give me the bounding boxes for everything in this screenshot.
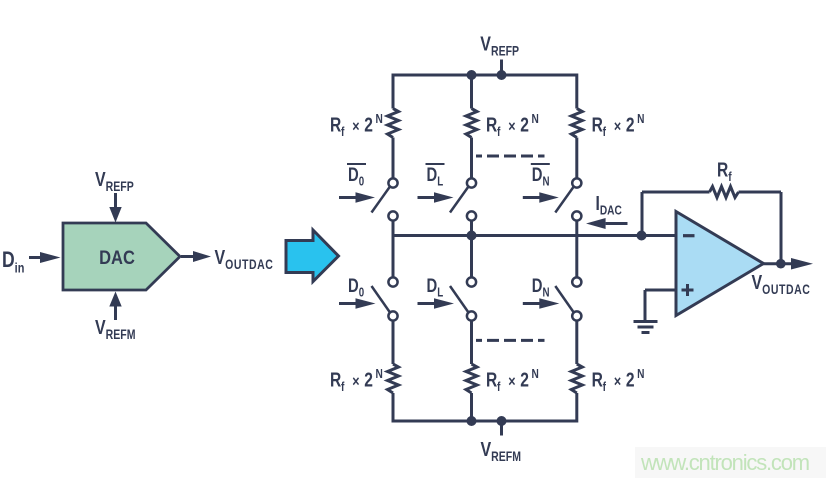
svg-text:VREFM: VREFM bbox=[95, 315, 135, 342]
svg-text:VOUTDAC: VOUTDAC bbox=[752, 270, 811, 297]
svg-text:Rf×2N: Rf×2N bbox=[330, 367, 383, 394]
svg-text:VOUTDAC: VOUTDAC bbox=[215, 245, 274, 272]
svg-text:DL: DL bbox=[427, 164, 444, 189]
svg-text:Rf×2N: Rf×2N bbox=[330, 112, 383, 139]
svg-text:VREFP: VREFP bbox=[480, 32, 519, 59]
svg-text:DN: DN bbox=[532, 275, 550, 300]
svg-text:Rf×2N: Rf×2N bbox=[486, 112, 539, 139]
svg-text:Rf×2N: Rf×2N bbox=[592, 112, 645, 139]
svg-text:D0: D0 bbox=[348, 275, 364, 300]
svg-text:DN: DN bbox=[532, 164, 550, 189]
svg-text:www.cntronics.com: www.cntronics.com bbox=[640, 450, 809, 475]
svg-text:DL: DL bbox=[427, 275, 444, 300]
svg-text:D0: D0 bbox=[348, 164, 364, 189]
svg-text:Din: Din bbox=[2, 248, 24, 276]
svg-text:IDAC: IDAC bbox=[596, 192, 623, 218]
svg-text:Rf×2N: Rf×2N bbox=[592, 367, 645, 394]
svg-text:Rf×2N: Rf×2N bbox=[486, 367, 539, 394]
svg-text:DAC: DAC bbox=[99, 247, 135, 268]
svg-text:Rf: Rf bbox=[717, 159, 732, 185]
svg-text:VREFP: VREFP bbox=[95, 167, 134, 194]
svg-text:VREFM: VREFM bbox=[481, 437, 521, 464]
